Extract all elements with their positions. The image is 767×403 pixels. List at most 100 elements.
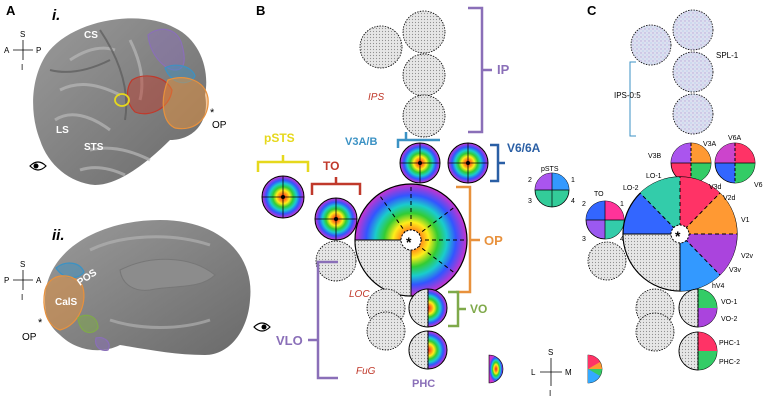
cals-label: CalS [55, 297, 78, 308]
c-to-q3: 3 [582, 236, 586, 243]
v66a-disc [447, 142, 489, 184]
panel-a-sub-i: i. [52, 7, 60, 24]
psts-roi [114, 93, 130, 107]
phc-bracket-label: PHC [412, 378, 435, 390]
ips-italic-label: IPS [368, 92, 384, 103]
phc-discs [366, 311, 448, 370]
c-v3d-label: V3d [709, 184, 722, 191]
c-v3v-label: V3v [729, 267, 742, 274]
c-psts-label: pSTS [541, 166, 559, 173]
c-to-q2: 2 [582, 201, 586, 208]
c-hv4-label: hV4 [712, 283, 725, 290]
c-v2d-label: V2d [723, 195, 736, 202]
v66a-bracket [490, 143, 505, 183]
op-center-star: * [406, 234, 412, 250]
legend-polar [587, 354, 603, 384]
panel-a-label: A [6, 3, 16, 18]
compass-ii-top: S [20, 260, 25, 269]
legend-compass-left: L [531, 368, 536, 377]
c-psts-disc [534, 172, 570, 208]
lateral-brain: CS LS STS [33, 18, 209, 186]
spl-circles [630, 9, 714, 135]
c-v6-disc [714, 142, 756, 184]
c-v3a-label: V3A [703, 141, 717, 148]
c-psts-q3: 3 [528, 198, 532, 205]
op-star-ii: * [38, 317, 43, 329]
psts-disc [261, 175, 305, 219]
vlo-bracket-label: VLO [276, 333, 303, 348]
op-label-i: OP [212, 120, 227, 131]
c-loc-circles [587, 241, 627, 281]
c-vo1-label: VO-1 [721, 299, 737, 306]
ips-circles [359, 10, 446, 138]
compass-i-right: P [36, 46, 41, 55]
compass-i [13, 40, 33, 60]
medial-brain: POS CalS [43, 220, 251, 355]
c-psts-q4: 4 [571, 198, 575, 205]
to-disc [314, 197, 358, 241]
op-disc: * [354, 183, 468, 297]
eye-icon [29, 161, 47, 171]
c-phc-discs [635, 312, 718, 371]
v3ab-bracket [396, 132, 440, 148]
c-v2v-label: V2v [741, 253, 754, 260]
op-star-i: * [210, 107, 215, 119]
ip-bracket-label: IP [497, 62, 510, 77]
c-v3ab-disc [670, 142, 712, 184]
spl1-label: SPL-1 [716, 51, 739, 60]
op-roi-medial [43, 275, 85, 331]
cs-label: CS [84, 30, 98, 41]
c-to-q4: 4 [620, 236, 624, 243]
c-v1-disc: * [622, 176, 738, 292]
op-bracket-label: OP [484, 233, 503, 248]
sts-label: STS [84, 142, 104, 153]
c-phc2-label: PHC-2 [719, 359, 740, 366]
c-psts-q2: 2 [528, 177, 532, 184]
ips05-bracket [629, 61, 636, 137]
legend-ecc [488, 354, 504, 384]
ip-roi [147, 28, 185, 71]
c-v3b-label: V3B [648, 153, 662, 160]
to-bracket-label: TO [323, 159, 339, 173]
c-v6a-label: V6A [728, 135, 742, 142]
legend-compass-bottom: I [549, 389, 551, 398]
compass-ii [13, 270, 33, 290]
v3ab-disc [399, 142, 441, 184]
panel-b-label: B [256, 3, 265, 18]
c-to-q1: 1 [620, 201, 624, 208]
c-v1-center-star: * [675, 228, 681, 244]
to-bracket [310, 177, 362, 195]
op-label-ii: OP [22, 332, 37, 343]
compass-ii-left: P [4, 276, 9, 285]
compass-ii-right: A [36, 276, 42, 285]
c-v1-label: V1 [741, 217, 750, 224]
compass-i-left: A [4, 46, 10, 55]
c-to-label: TO [594, 191, 604, 198]
v66a-bracket-label: V6/6A [507, 141, 541, 155]
op-roi [162, 77, 209, 130]
ls-label: LS [56, 125, 69, 136]
op-bracket [456, 185, 480, 294]
compass-i-bottom: I [21, 63, 23, 72]
compass-i-top: S [20, 30, 25, 39]
legend-compass-top: S [548, 348, 553, 357]
c-to-disc [585, 200, 625, 240]
fug-italic-label: FuG [356, 366, 376, 377]
vo-bracket-label: VO [470, 302, 487, 316]
ips05-label: IPS-0:5 [614, 91, 641, 100]
c-psts-q1: 1 [571, 177, 575, 184]
panel-a-sub-ii: ii. [52, 227, 65, 244]
c-v6-label: V6 [754, 182, 763, 189]
vo-roi-medial [77, 314, 99, 334]
ip-bracket [468, 6, 492, 134]
c-vo2-label: VO-2 [721, 316, 737, 323]
loc-italic-label: LOC [349, 289, 370, 300]
legend-compass-right: M [565, 368, 572, 377]
c-lo2-label: LO-2 [623, 185, 639, 192]
vo-bracket [448, 290, 466, 328]
compass-ii-bottom: I [21, 293, 23, 302]
psts-bracket [256, 155, 310, 172]
panel-c-label: C [587, 3, 597, 18]
vlo-bracket [308, 260, 338, 380]
c-phc1-label: PHC-1 [719, 340, 740, 347]
